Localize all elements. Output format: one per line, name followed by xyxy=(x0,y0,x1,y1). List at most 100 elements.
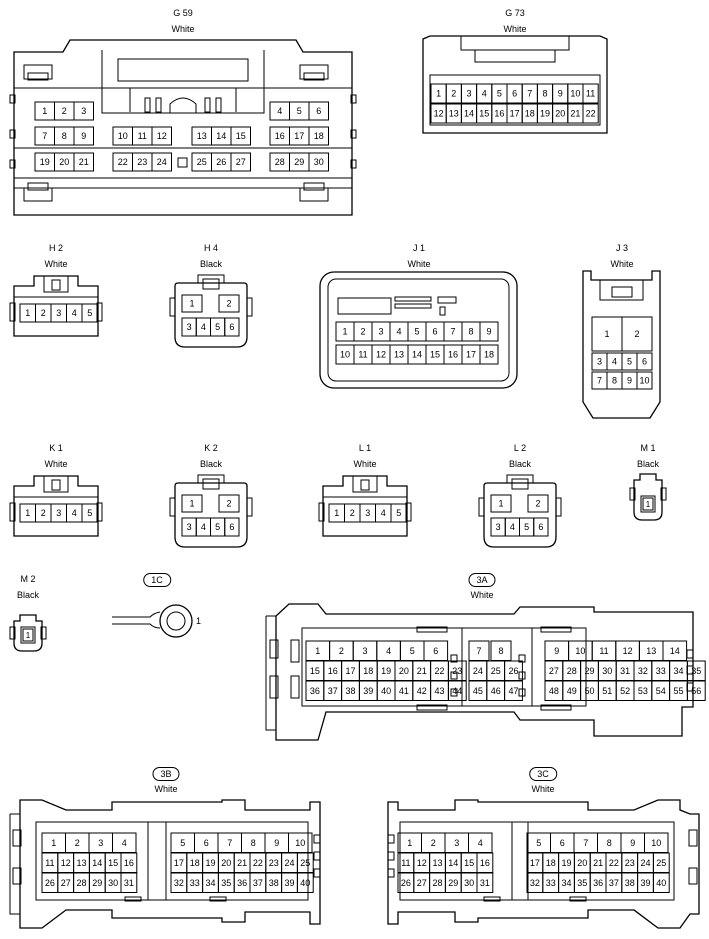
pin-number: 13 xyxy=(449,109,459,119)
pin-cavity xyxy=(181,294,203,313)
pin-cavity xyxy=(224,317,240,337)
pin-number: 23 xyxy=(269,858,279,868)
pin-number: 3 xyxy=(365,508,370,518)
pin-number: 4 xyxy=(510,522,515,532)
pin-number: 18 xyxy=(484,350,494,360)
pin-number: 11 xyxy=(599,646,608,656)
pin-number: 8 xyxy=(498,646,503,656)
pin-number: 1 xyxy=(26,631,31,640)
pin-number: 1 xyxy=(646,500,651,509)
pin-number: 22 xyxy=(118,157,128,167)
pin-number: 22 xyxy=(586,109,596,119)
pin-number: 14 xyxy=(448,858,458,868)
pin-number: 19 xyxy=(381,666,391,676)
pin-number: 37 xyxy=(253,878,263,888)
pin-number: 32 xyxy=(530,878,540,888)
pin-number: 33 xyxy=(656,666,666,676)
connector-color-g73: White xyxy=(503,24,527,34)
connector-id-g59: G 59 xyxy=(173,8,193,18)
pin-number: 1 xyxy=(315,646,320,656)
pin-number: 6 xyxy=(642,357,647,367)
pin-number: 41 xyxy=(399,686,409,696)
pin-number: 2 xyxy=(360,327,365,337)
pin-number: 1 xyxy=(189,499,194,509)
pin-number: 13 xyxy=(76,858,86,868)
pin-number: 25 xyxy=(656,858,666,868)
connector-id-h2: H 2 xyxy=(48,243,64,253)
pin-cavity xyxy=(636,352,653,371)
pin-number: 39 xyxy=(640,878,650,888)
pin-cavity xyxy=(120,872,138,893)
pin-number: 14 xyxy=(670,646,680,656)
pin-number: 20 xyxy=(59,157,69,167)
pin-number: 7 xyxy=(597,376,602,386)
pin-number: 1 xyxy=(42,106,47,116)
pin-number: 7 xyxy=(527,89,532,99)
pin-cavity xyxy=(490,494,512,513)
pin-number: 48 xyxy=(549,686,559,696)
pin-number: 23 xyxy=(137,157,147,167)
pin-number: 9 xyxy=(627,376,632,386)
connector-id-l1: L 1 xyxy=(358,443,372,453)
pin-number: 6 xyxy=(316,106,321,116)
pin-cavity xyxy=(636,371,653,390)
pin-number: 20 xyxy=(221,858,231,868)
pin-number: 9 xyxy=(81,131,86,141)
pin-number: 32 xyxy=(638,666,648,676)
pin-cavity xyxy=(308,101,329,121)
pin-number: 8 xyxy=(62,131,67,141)
connector-id-m1: M 1 xyxy=(640,443,656,453)
pin-cavity xyxy=(308,152,329,172)
pin-number: 39 xyxy=(284,878,294,888)
pin-number: 17 xyxy=(510,109,520,119)
pin-number: 39 xyxy=(363,686,373,696)
pin-number: 5 xyxy=(297,106,302,116)
pin-number: 6 xyxy=(538,522,543,532)
pin-number: 6 xyxy=(229,522,234,532)
pin-number: 4 xyxy=(381,508,386,518)
pin-number: 7 xyxy=(583,838,588,848)
connector-id-g73: G 73 xyxy=(505,8,525,18)
pin-cavity xyxy=(151,126,172,146)
pin-number: 7 xyxy=(227,838,232,848)
pin-number: 3 xyxy=(466,89,471,99)
pin-number: 18 xyxy=(190,858,200,868)
pin-number: 1 xyxy=(51,838,56,848)
pin-number: 5 xyxy=(414,327,419,337)
pin-number: 25 xyxy=(197,157,207,167)
pin-number: 12 xyxy=(157,131,167,141)
connector-id-m2: M 2 xyxy=(20,574,36,584)
connector-color-h4: Black xyxy=(199,259,223,269)
pin-cavity xyxy=(230,126,251,146)
pin-number: 11 xyxy=(586,89,595,99)
pin-number: 33 xyxy=(190,878,200,888)
pin-number: 25 xyxy=(491,666,501,676)
pin-number: 27 xyxy=(61,878,71,888)
pin-number: 17 xyxy=(345,666,355,676)
pin-cavity xyxy=(177,157,188,168)
pin-number: 28 xyxy=(432,878,442,888)
pin-number: 13 xyxy=(197,131,207,141)
pin-number: 40 xyxy=(381,686,391,696)
connector-color-3b: White xyxy=(154,784,178,794)
connector-color-l2: Black xyxy=(508,459,532,469)
pin-number: 30 xyxy=(464,878,474,888)
pin-number: 20 xyxy=(399,666,409,676)
connector-id-3c: 3C xyxy=(529,767,557,781)
pin-number: 10 xyxy=(639,376,649,386)
pin-number: 4 xyxy=(122,838,127,848)
pin-number: 17 xyxy=(294,131,304,141)
pin-number: 1 xyxy=(25,308,30,318)
pin-number: 3 xyxy=(56,508,61,518)
pin-number: 11 xyxy=(358,350,367,360)
pin-cavity xyxy=(476,872,494,893)
